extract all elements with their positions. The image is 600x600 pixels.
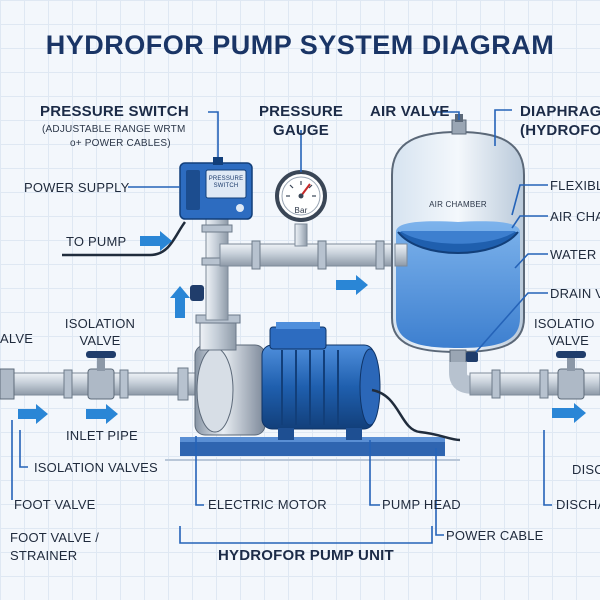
flow-arrow-inlet-1	[18, 404, 48, 424]
label-water-chamber: WATER C	[550, 247, 600, 262]
label-power-supply: POWER SUPPLY	[24, 180, 130, 195]
label-isolation-valve-left-1: ISOLATION	[64, 316, 136, 331]
label-flexible: FLEXIBL	[550, 178, 600, 193]
label-isolation-valve-right-1: ISOLATIO	[534, 316, 595, 331]
pump-head	[194, 314, 266, 436]
power-cable	[371, 388, 461, 442]
switch-face-line1: PRESSURE	[208, 176, 244, 182]
label-pressure-switch-sub2: o+ POWER CABLES)	[70, 138, 171, 149]
label-pressure-switch: PRESSURE SWITCH	[40, 103, 189, 120]
isolation-valve-right	[556, 351, 586, 400]
riser-pipe	[190, 214, 233, 321]
flow-arrow-to-pump	[140, 231, 172, 251]
label-isolation-valve-right-2: VALVE	[548, 333, 589, 348]
gauge-unit: Bar	[294, 206, 308, 215]
label-pressure-switch-sub1: (ADJUSTABLE RANGE WRTM	[42, 124, 186, 135]
label-diaphragm-1: DIAPHRAG	[520, 103, 600, 120]
label-power-cable: POWER CABLE	[446, 528, 544, 543]
label-hydrofor-pump-unit: HYDROFOR PUMP UNIT	[218, 547, 394, 564]
leader-lines	[11, 109, 552, 544]
label-to-pump: TO PUMP	[66, 234, 127, 249]
label-inlet-pipe: INLET PIPE	[66, 428, 138, 443]
label-foot-valve: FOOT VALVE	[14, 497, 96, 512]
flow-arrow-header	[336, 275, 368, 295]
switch-face-text: PRESSURE SWITCH	[206, 176, 246, 190]
header-pipe	[219, 223, 406, 270]
flow-arrow-discharge	[552, 403, 586, 423]
label-electric-motor: ELECTRIC MOTOR	[208, 497, 327, 512]
label-pressure-gauge-2: GAUGE	[272, 122, 329, 139]
label-foot-valve-strainer-1: FOOT VALVE /	[10, 530, 100, 545]
electric-motor	[261, 322, 381, 440]
valve-far-left	[0, 368, 15, 400]
flow-arrows	[18, 231, 586, 424]
base-plate	[165, 437, 460, 461]
label-discha: DISCHA	[556, 497, 600, 512]
label-foot-valve-strainer-2: STRAINER	[10, 548, 78, 563]
drain-valve	[466, 352, 478, 362]
label-pump-head: PUMP HEAD	[382, 497, 461, 512]
label-isolation-valves: ISOLATION VALVES	[34, 460, 158, 475]
label-air-valve: AIR VALVE	[370, 103, 450, 120]
label-air-chamber: AIR CHA	[550, 209, 600, 224]
flow-arrow-up	[170, 286, 190, 318]
label-valve-left: ALVE	[0, 331, 34, 346]
pressure-gauge	[275, 170, 327, 222]
power-supply-cable	[62, 221, 186, 257]
label-disc: DISC	[572, 462, 600, 477]
switch-face-line2: SWITCH	[213, 183, 239, 189]
page-title: HYDROFOR PUMP SYSTEM DIAGRAM	[45, 30, 555, 60]
isolation-valve-left	[86, 351, 116, 400]
pressure-switch	[179, 157, 253, 220]
label-pressure-gauge-1: PRESSURE	[258, 103, 344, 120]
flow-arrow-inlet-2	[86, 404, 118, 424]
tank-air-chamber-text: AIR CHAMBER	[429, 200, 487, 209]
label-isolation-valve-left-2: VALVE	[79, 333, 121, 348]
diaphragm-tank	[391, 114, 525, 365]
label-diaphragm-2: (HYDROFO	[520, 122, 600, 139]
label-drain-valve: DRAIN V	[550, 286, 600, 301]
